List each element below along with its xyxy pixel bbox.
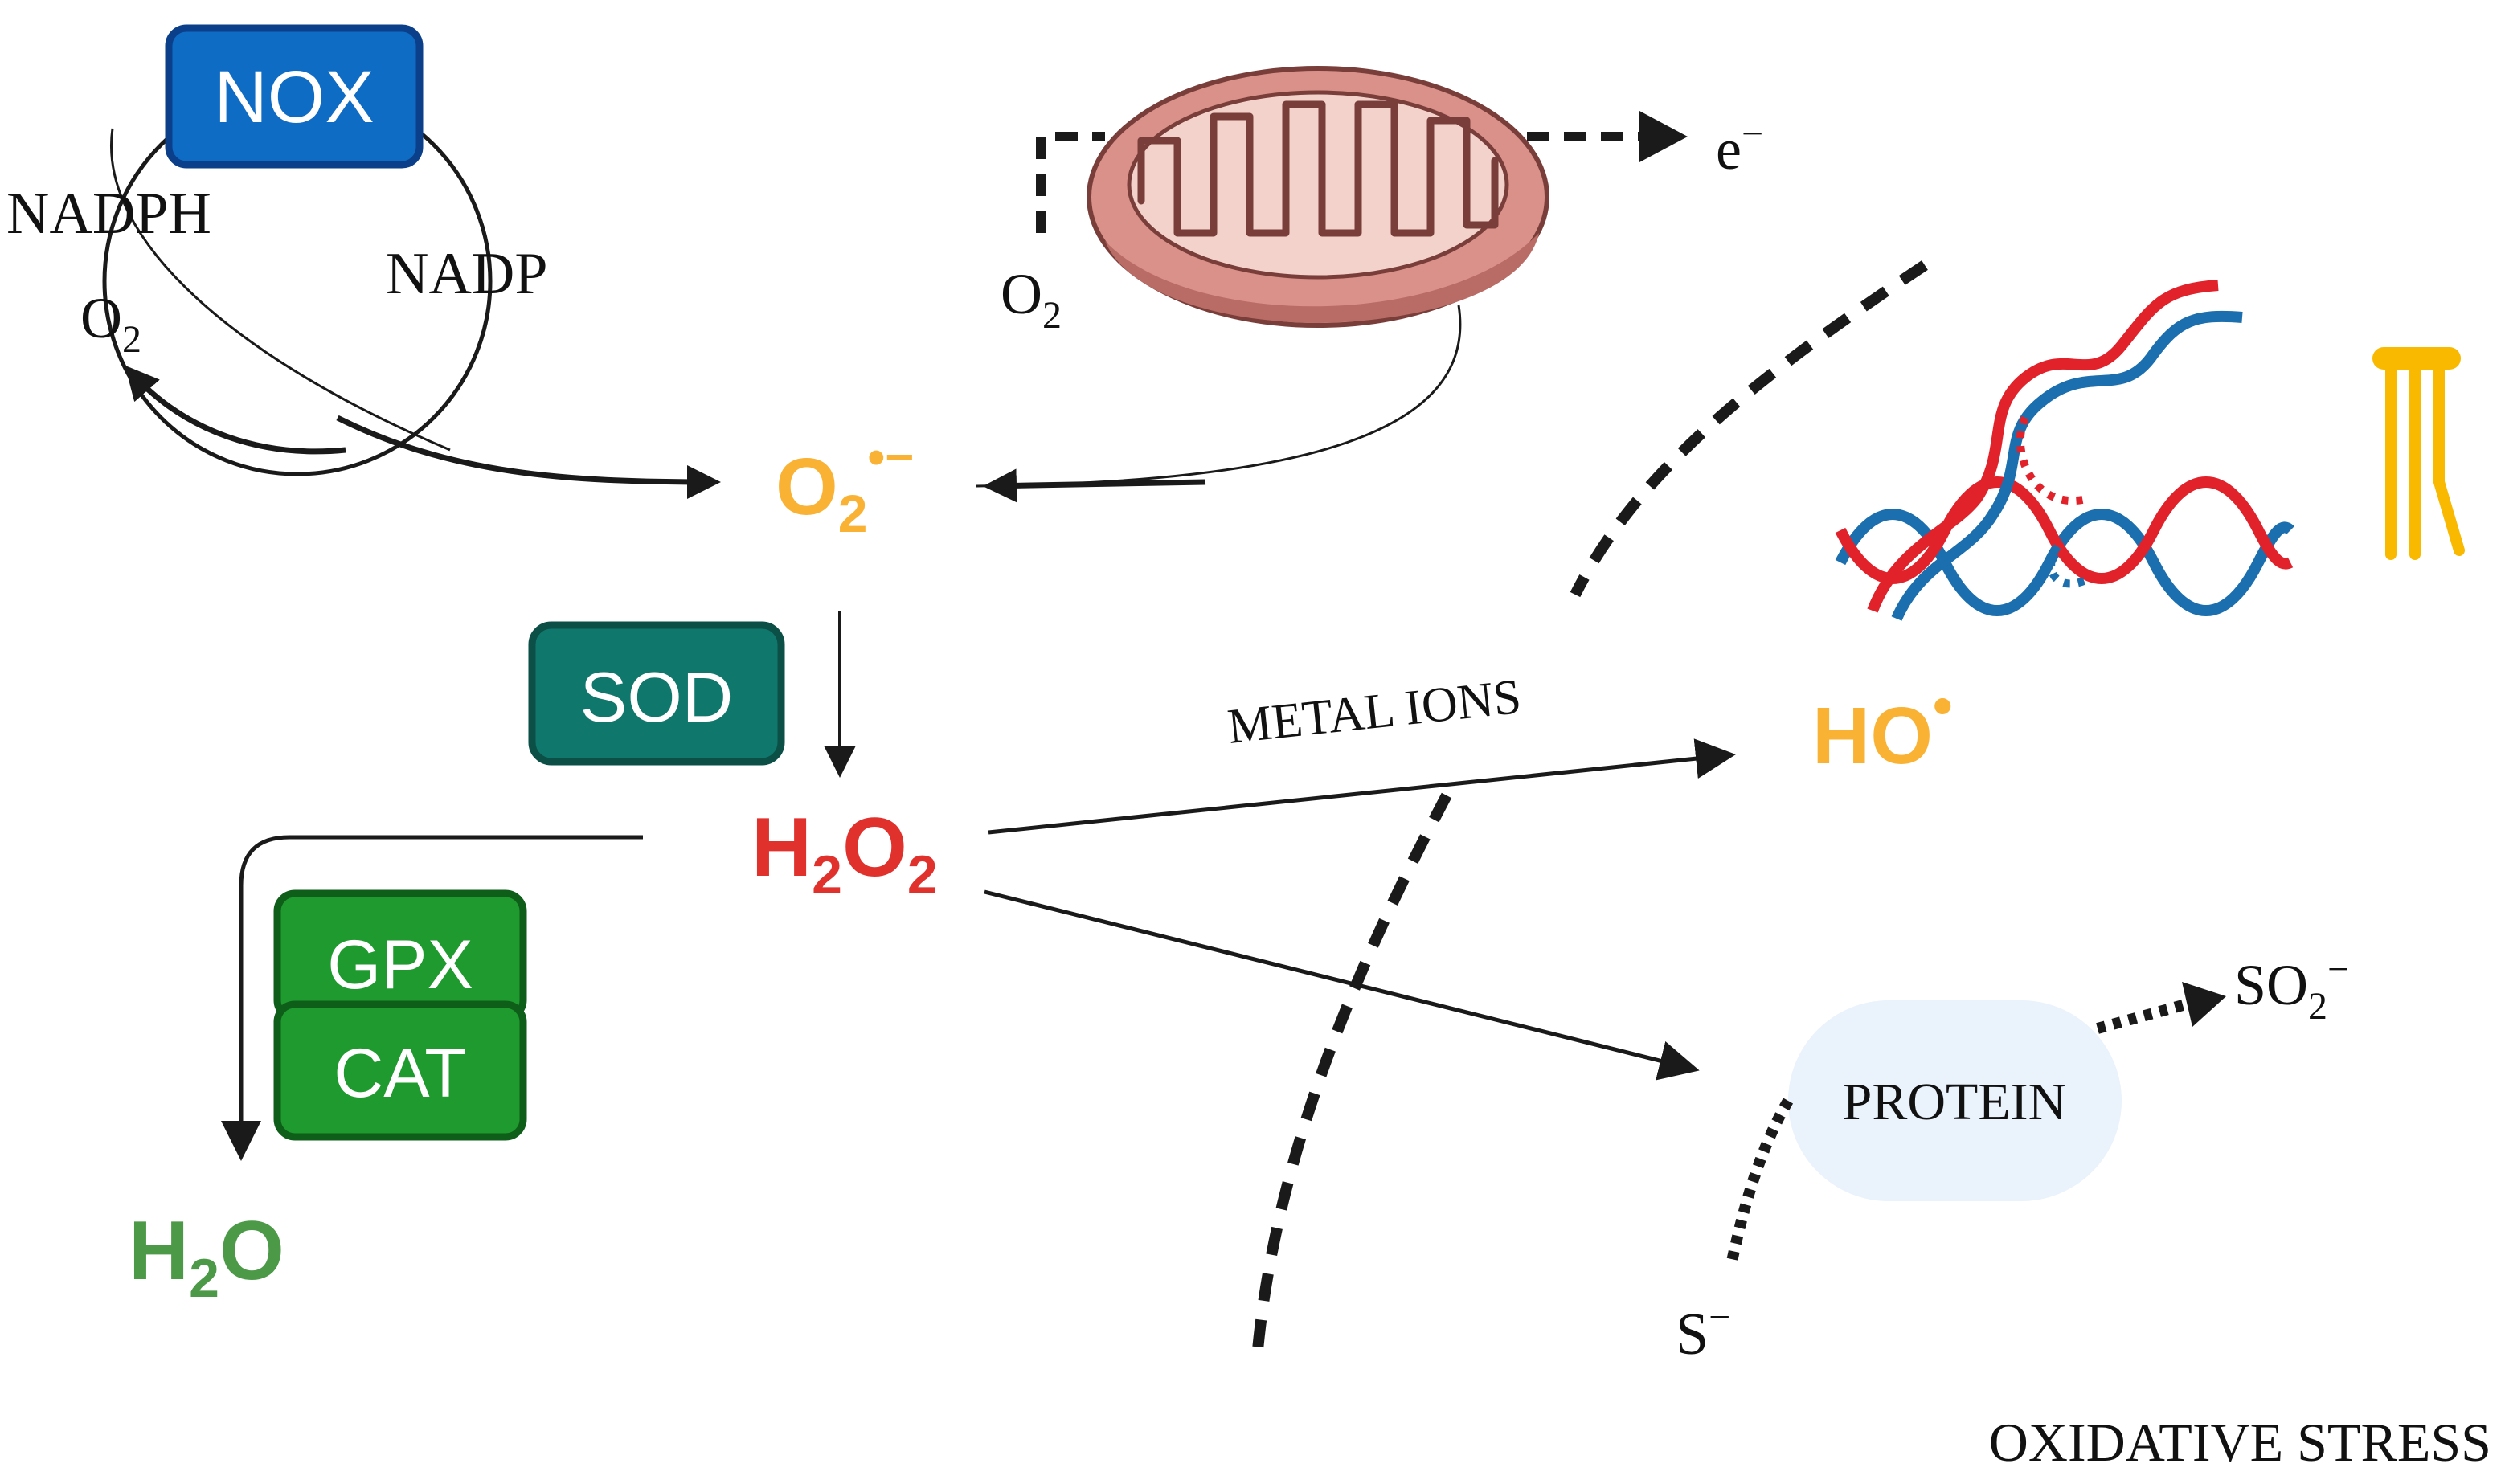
dna-break-red-dotted [2016, 415, 2091, 505]
gpx-label: GPX [327, 926, 473, 1004]
mito-o2-dashed-bracket [1036, 132, 1105, 233]
mito-shadow [1105, 233, 1539, 323]
protein-to-so2-dotted-arrow [2096, 999, 2188, 1034]
mitochondrion-icon [1087, 66, 1549, 328]
mitochondria: O2 e− [976, 66, 1763, 503]
nox-to-superoxide-arrow [336, 415, 721, 499]
mito-cristae [1137, 100, 1499, 237]
dna-diagonal-red [1867, 280, 2219, 613]
cat-label: CAT [334, 1035, 467, 1112]
nox-enzyme-box: NOX [165, 24, 424, 169]
lipid-tail-3 [2433, 364, 2465, 556]
nox-to-o2-arrow [125, 365, 346, 455]
gpx-enzyme-box: GPX [273, 889, 527, 1022]
dna-horizontal-red [1835, 476, 2294, 584]
nox-box-bg [165, 24, 424, 169]
sod-enzyme-box: SOD [528, 621, 785, 766]
protein-label: PROTEIN [1843, 1073, 2067, 1131]
so2-label: SO2− [2234, 948, 2349, 1028]
lipid-icon [2372, 347, 2465, 560]
h2o2-label: H2O2 [751, 801, 938, 906]
mito-superoxide-arrowhead-line [983, 468, 1206, 503]
oxidative-stress-label: OXIDATIVE STRESS [1989, 1412, 2491, 1473]
electron-label: e− [1716, 112, 1763, 182]
nadph-label: NADPH [6, 181, 211, 247]
lipid-head [2372, 347, 2461, 370]
h2o2-to-water-arrow [221, 835, 643, 1161]
protein-so2-arrowhead [2182, 982, 2226, 1027]
dna-diagonal-blue [1891, 310, 2243, 621]
sod-label: SOD [580, 657, 734, 737]
s-label: S− [1676, 1296, 1730, 1367]
nox-cycle: NOX NADPH NADP O2 [6, 24, 721, 499]
water-label: H2O [129, 1204, 284, 1309]
protein-node: PROTEIN [1788, 1000, 2122, 1201]
cell-membrane-dashed-arc-lower [1252, 792, 1452, 1351]
cat-box-bg [273, 1000, 527, 1141]
superoxide-label: O2•− [776, 430, 914, 543]
mito-electron-arrowhead [1639, 111, 1688, 162]
h2o2-to-protein-arrow [984, 889, 1700, 1081]
protein-to-s-dotted-line [1726, 1098, 1794, 1263]
cat-enzyme-box: CAT [273, 1000, 527, 1141]
hydroxyl-label: HO• [1812, 674, 1953, 781]
nox-thin-arrow-line [110, 128, 451, 452]
nox-label: NOX [214, 56, 374, 138]
sod-box-bg [528, 621, 785, 766]
protein-bubble [1788, 1000, 2122, 1201]
nadp-label: NADP [386, 241, 547, 307]
metal-ions-label: METAL IONS [1225, 669, 1524, 754]
mito-o2-label: O2 [1001, 262, 1062, 337]
cell-membrane-dashed-arc [1570, 260, 1928, 598]
dna-horizontal-blue [1835, 509, 2294, 616]
dna-helix-icon [1835, 280, 2294, 621]
dna-break-blue-dotted [2047, 544, 2092, 588]
h2o2-to-hydroxyl-arrow [988, 738, 1736, 835]
nox-o2-label: O2 [80, 286, 141, 361]
